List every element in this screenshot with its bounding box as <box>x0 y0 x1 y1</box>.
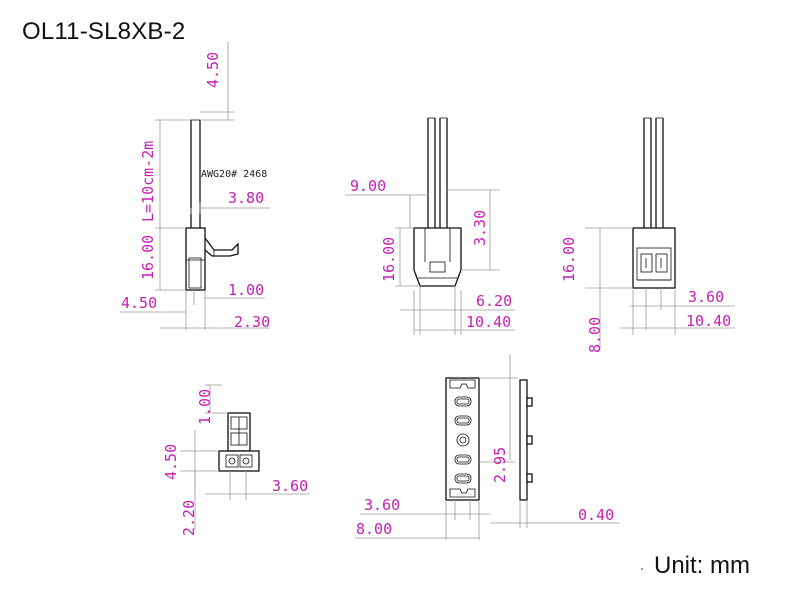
wire-note: AWG20# 2468 <box>201 169 267 180</box>
dim-small-height: 4.50 <box>162 444 180 480</box>
dim-pcb-thick: 0.40 <box>578 506 614 524</box>
back-view: 16.00 3.60 10.40 8.00 <box>560 117 735 353</box>
dim-side-depth: 2.30 <box>234 313 270 331</box>
dim-small-bottom: 2.20 <box>180 500 198 536</box>
drawing-title: OL11-SL8XB-2 <box>22 18 186 45</box>
dim-back-width: 10.40 <box>686 312 731 330</box>
dim-side-height: 16.00 <box>139 235 157 280</box>
dim-pcb-pitch: 2.95 <box>491 447 509 483</box>
dim-side-wire-w: 3.80 <box>228 189 264 207</box>
dim-side-wire-tip: 4.50 <box>204 52 222 88</box>
dim-small-top: 1.00 <box>196 389 214 425</box>
dim-front-gap: 3.30 <box>471 210 489 246</box>
dim-small-width: 3.60 <box>272 477 308 495</box>
dim-back-depth: 8.00 <box>586 317 604 353</box>
dim-side-lead: 1.00 <box>228 281 264 299</box>
dim-front-inner: 6.20 <box>476 292 512 310</box>
front-view: 9.00 3.30 16.00 6.20 10.40 <box>345 117 515 335</box>
unit-label: Unit: mm <box>654 552 750 579</box>
small-top-view: 1.00 4.50 3.60 2.20 <box>162 384 310 536</box>
dim-front-tip: 9.00 <box>350 177 386 195</box>
dim-side-base: 4.50 <box>121 294 157 312</box>
dim-front-height: 16.00 <box>380 237 398 282</box>
dim-pcb-pad: 3.60 <box>364 496 400 514</box>
unit-marker <box>641 568 643 570</box>
side-view: 4.50 L=10cm-2m AWG20# 2468 3.80 16.00 1.… <box>120 42 270 331</box>
pcb-strip-view: 2.95 3.60 8.00 0.40 <box>355 354 620 540</box>
dim-back-inner: 3.60 <box>688 288 724 306</box>
dim-side-length: L=10cm-2m <box>139 141 157 222</box>
dim-pcb-width: 8.00 <box>356 520 392 538</box>
dim-front-width: 10.40 <box>466 313 511 331</box>
dim-back-height: 16.00 <box>560 237 578 282</box>
